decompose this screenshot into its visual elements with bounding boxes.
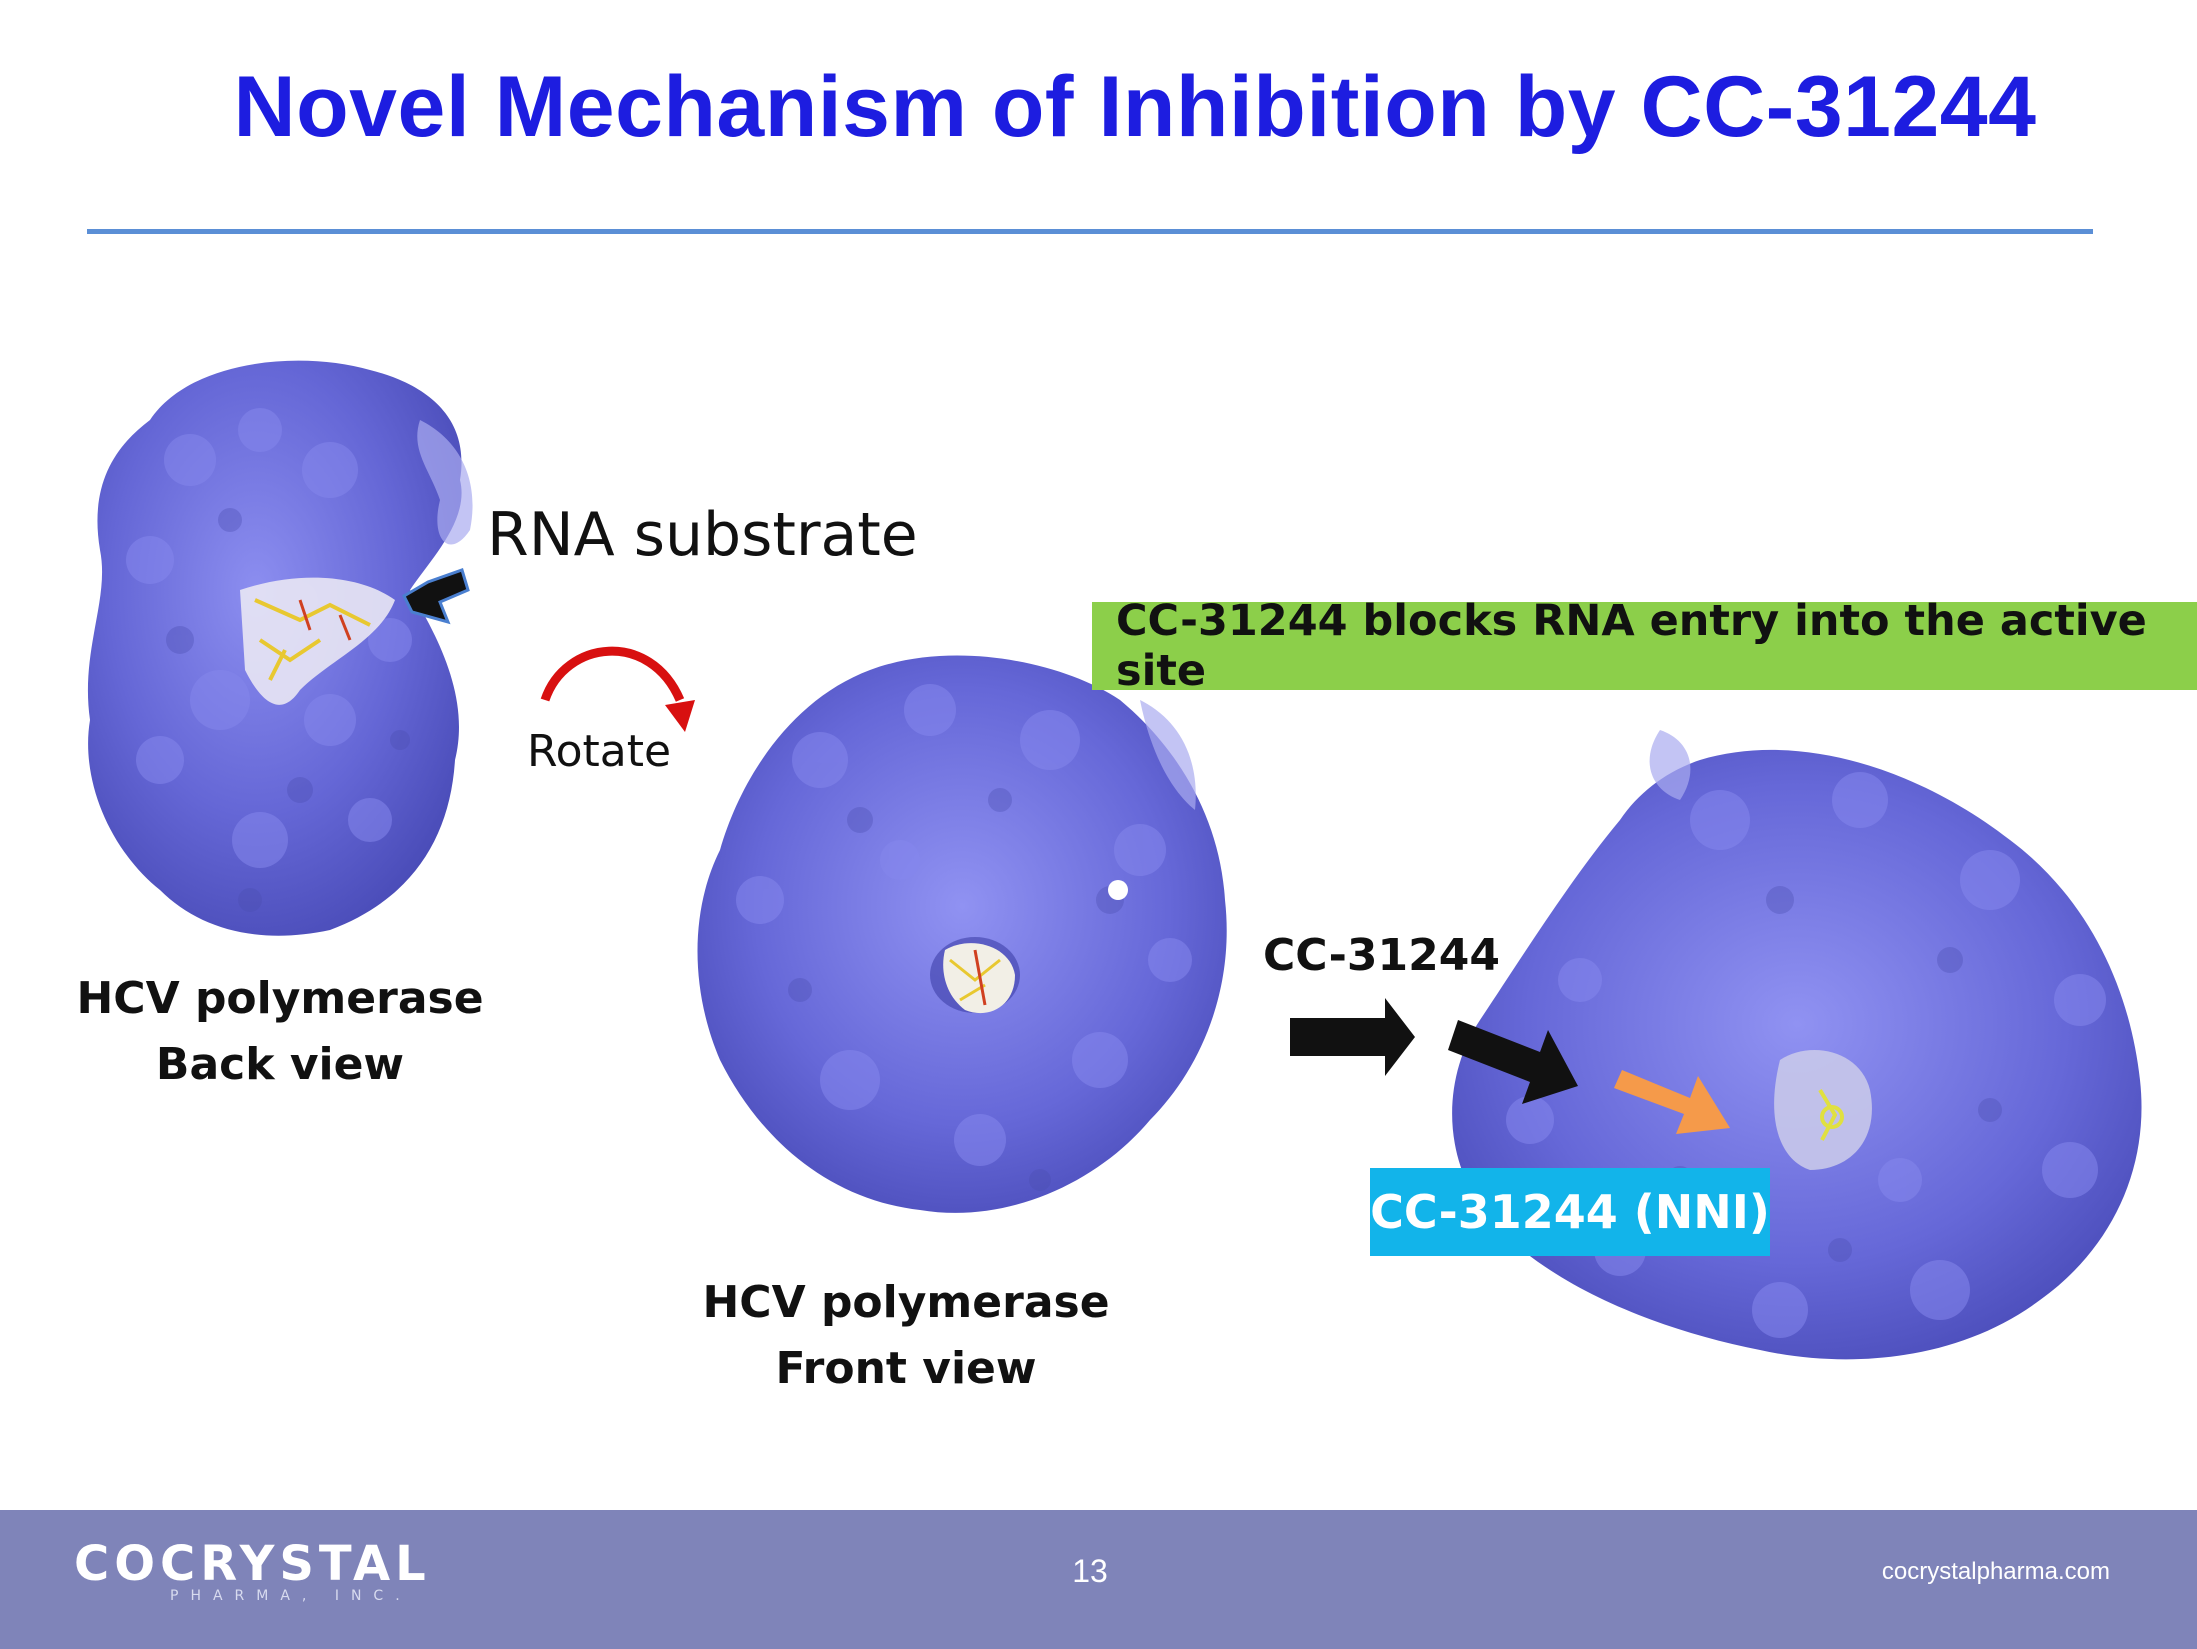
protein-back-view	[87, 360, 473, 936]
back-view-line1: HCV polymerase	[76, 973, 484, 1024]
rotate-arrow-icon	[540, 646, 695, 732]
inhibitor-arrow	[1614, 1070, 1730, 1134]
back-view-line2: Back view	[155, 1039, 405, 1090]
compound-arrow	[1290, 998, 1415, 1076]
slide-title: Novel Mechanism of Inhibition by CC-3124…	[233, 59, 2037, 155]
protein-front-view	[697, 655, 1227, 1213]
website-link[interactable]: cocrystalpharma.com	[1881, 1558, 2110, 1585]
company-logo: COCRYSTAL	[74, 1536, 431, 1592]
rna-pointer-arrow	[402, 568, 470, 625]
rotate-label: Rotate	[527, 726, 672, 777]
footer-bar	[0, 1510, 2197, 1649]
front-view-caption: HCV polymerase Front view	[686, 1270, 1126, 1402]
nni-badge: CC-31244 (NNI)	[1370, 1168, 1770, 1256]
pocket-pointer-arrow	[1448, 1020, 1578, 1104]
mechanism-banner: CC-31244 blocks RNA entry into the activ…	[1092, 596, 2197, 696]
front-view-line1: HCV polymerase	[702, 1277, 1110, 1328]
title-divider	[87, 229, 2093, 234]
back-view-caption: HCV polymerase Back view	[60, 966, 500, 1098]
page-number: 13	[1072, 1553, 1108, 1589]
company-logo-subtext: PHARMA, INC.	[170, 1588, 412, 1604]
compound-label: CC-31244	[1263, 930, 1500, 981]
front-view-line2: Front view	[775, 1343, 1037, 1394]
rna-substrate-label: RNA substrate	[487, 500, 918, 570]
